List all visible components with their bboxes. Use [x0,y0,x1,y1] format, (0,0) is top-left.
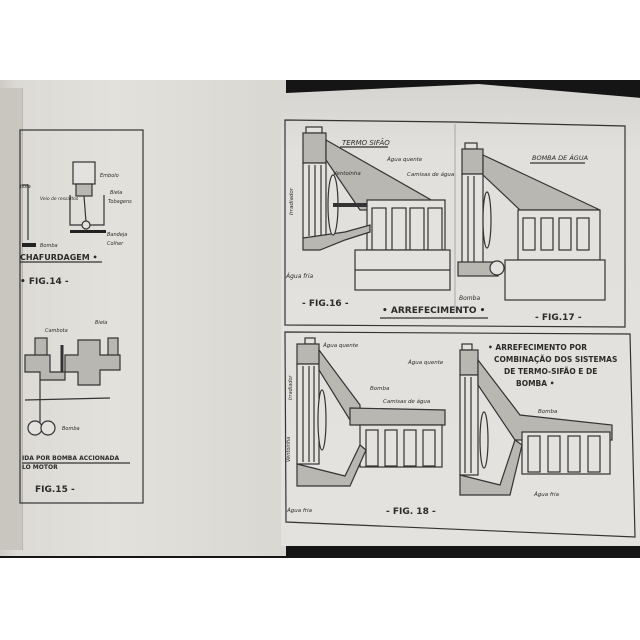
fig14-label-tobagens: Tobagens [108,199,132,205]
fig15-title-line1: IDA POR BOMBA ACCIONADA [22,455,120,462]
fig15-label-cambota: Cambota [45,328,68,334]
fig18-heading-line4: BOMBA • [516,379,554,388]
fig18-right-diagram [459,343,613,496]
fig15-title-line2: LO MOTOR [22,464,58,471]
top-frame [284,119,626,328]
fig16-caption: - FIG.16 - [302,299,349,309]
fig18-label-fan: Ventoinha [286,437,292,462]
fig15-diagram: Cambota Biela Bomba [24,320,121,436]
fig16-diagram [302,126,451,291]
fig18-label-jackets: Camisas de água [383,398,431,405]
left-frame [19,129,144,504]
fig16-label-fan: Ventoinha [333,171,361,177]
fig18-heading: • ARREFECIMENTO POR COMBINAÇÃO DOS SISTE… [488,343,617,388]
fig17-label-pump: Bomba [459,295,480,302]
fig14-label-partial: bola [20,184,31,190]
fig14-label-colher: Colher [107,241,124,247]
fig16-label-radiator: Irradiador [289,187,295,215]
fig17-caption: - FIG.17 - [535,313,582,323]
fig18-label-cold-left: Água fria [286,507,313,514]
fig14-caption: • FIG.14 - [20,277,69,287]
fig14-label-veio: Veio de ressaltos [40,196,79,202]
fig14-diagram: bola Bomba Embolo Biela Veio de ressalto… [20,161,132,249]
fig16-label-hot: Água quente [386,156,423,163]
fig18-heading-line1: • ARREFECIMENTO POR [488,343,587,352]
fig15-caption: FIG.15 - [35,485,75,495]
fig18-label-cold-right: Água fria [533,491,560,498]
fig16-label-jackets: Camisas de água [407,171,455,178]
fig18-heading-line2: COMBINAÇÃO DOS SISTEMAS [494,355,617,364]
fig18-label-pump-left: Bomba [370,386,390,392]
fig18-label-radiator: Irradiador [288,374,294,400]
fig16-heading: TERMO SIFÃO [342,138,390,147]
fig14-label-biela: Biela [110,190,122,196]
fig18-label-hot-right: Água quente [407,359,444,366]
page-edge [0,88,23,550]
fig14-label-embolo: Embolo [100,173,119,179]
fig14-label-bomba: Bomba [40,243,58,249]
bottom-frame [284,331,636,538]
fig18-caption: - FIG. 18 - [386,507,436,517]
fig14-label-bandeja: Bandeja [107,232,127,238]
fig15-label-biela: Biela [95,320,107,326]
fig17-heading: BOMBA DE ÁGUA [532,153,588,162]
fig15-label-bomba: Bomba [62,426,80,432]
fig16-label-cold: Água fria [285,273,314,280]
section-title: • ARREFECIMENTO • [382,306,485,316]
fig18-heading-line3: DE TERMO-SIFÃO E DE [504,367,597,376]
fig18-left-diagram [296,337,446,487]
fig18-label-pump-right: Bomba [538,409,558,415]
fig17-diagram [457,142,606,301]
fig14-title: CHAFURDAGEM • [20,253,98,262]
fig18-label-hot-left: Água quente [322,342,359,349]
